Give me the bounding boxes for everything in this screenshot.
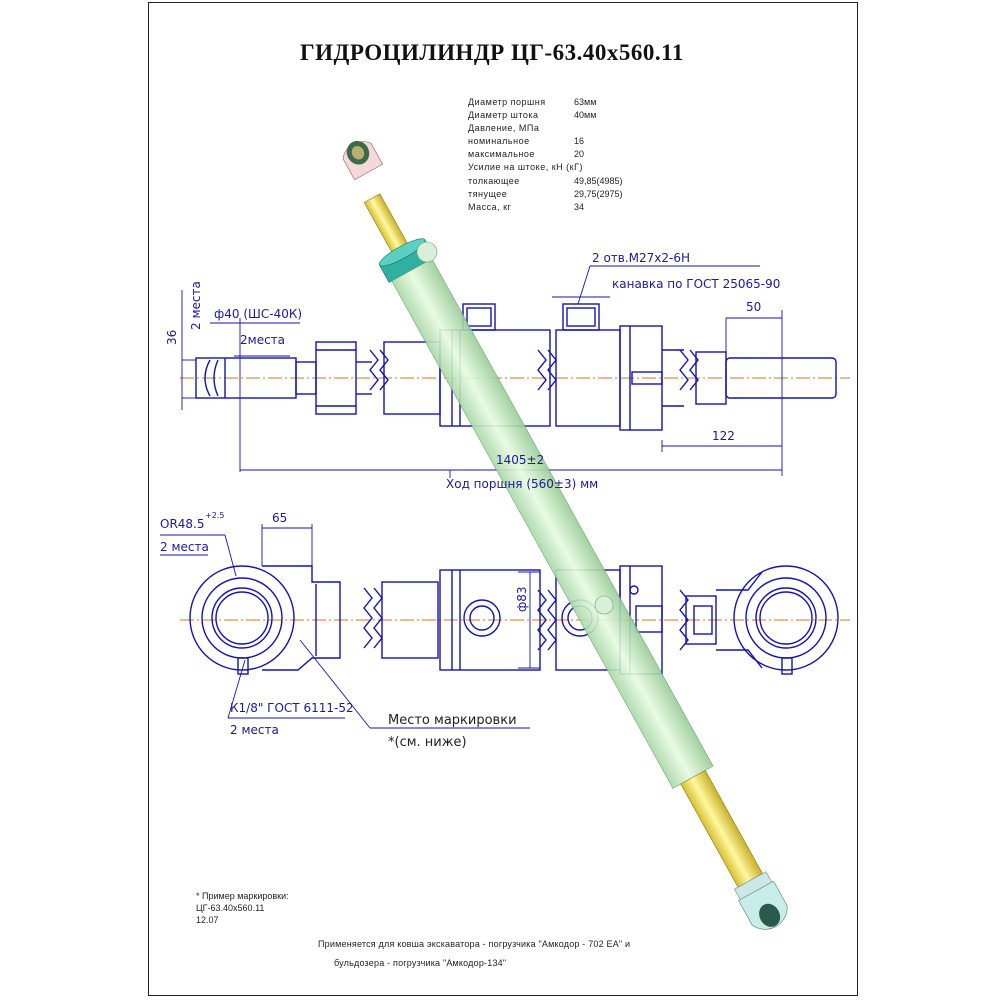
- rod-eye-housing: [262, 565, 341, 671]
- drawing-sheet: [148, 2, 858, 996]
- rod-lower: [680, 769, 765, 892]
- application-note: Применяется для ковша экскаватора - погр…: [318, 935, 630, 973]
- marking-example-line2: 12.07: [196, 915, 219, 925]
- application-line2: бульдозера - погрузчика "Амкодор-134": [334, 958, 507, 968]
- dia-40-note: ф40 (ШС-40К): [214, 307, 302, 321]
- marking-ref-label: *(см. ниже): [388, 735, 467, 750]
- marking-example: * Пример маркировки: ЦГ-63.40х560.11 12.…: [196, 890, 289, 926]
- groove-note: канавка по ГОСТ 25065-90: [612, 277, 780, 291]
- marking-example-header: * Пример маркировки:: [196, 891, 289, 901]
- dim-65: 65: [272, 511, 287, 525]
- dia-83: ф83: [515, 586, 529, 612]
- dim-1405: 1405±2: [496, 453, 544, 467]
- barrel: [391, 258, 714, 789]
- rod-eye-block: [315, 341, 357, 415]
- dim-122: 122: [712, 429, 735, 443]
- radius-tolerance: +2.5: [205, 511, 224, 520]
- marking-place-label: Место маркировки: [388, 713, 517, 728]
- fitting-note: К1/8" ГОСТ 6111-52: [230, 701, 354, 715]
- barrel-body-bottom: [439, 569, 541, 671]
- spec-row: Давление, МПа: [468, 123, 540, 134]
- application-line1: Применяется для ковша экскаватора - погр…: [318, 939, 631, 949]
- eye-left-outer: [189, 565, 295, 671]
- port-right: [562, 303, 600, 331]
- places-2a: 2места: [240, 333, 285, 347]
- dim-50: 50: [746, 300, 761, 314]
- port-circle-left: [463, 599, 501, 637]
- places-vertical: 2 места: [189, 281, 203, 330]
- marking-example-line1: ЦГ-63.40х560.11: [196, 903, 265, 913]
- places-2b: 2 места: [160, 540, 209, 554]
- thread-note: 2 отв.М27х2-6Н: [592, 251, 690, 265]
- radius-note: ОR48.5: [160, 517, 205, 531]
- dim-36: 36: [165, 330, 179, 345]
- stroke-note: Ход поршня (560±3) мм: [446, 477, 598, 491]
- places-2c: 2 места: [230, 723, 279, 737]
- spec-row: Усилие на штоке, кН (кГ): [468, 162, 583, 173]
- rod-end-right: [725, 357, 837, 399]
- break-mark: [369, 349, 379, 391]
- eye-right-outer: [733, 565, 839, 671]
- bottom-view: [180, 565, 850, 675]
- drawing-title: ГИДРОЦИЛИНДР ЦГ-63.40х560.11: [300, 40, 684, 65]
- cylinder-3d-render: [342, 140, 788, 930]
